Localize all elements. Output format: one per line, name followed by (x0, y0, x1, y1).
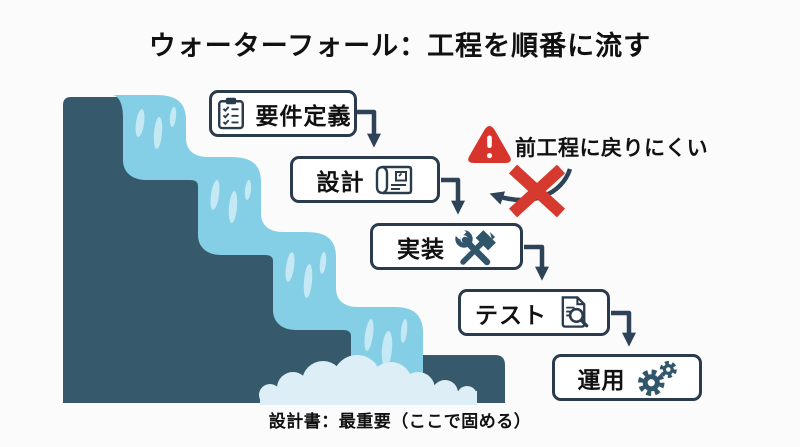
step-operation: 運用 (552, 354, 702, 401)
water-streaks (135, 107, 408, 367)
caption: 設計書：最重要（ここで固める） (268, 412, 532, 432)
waterfall-illustration (63, 95, 505, 405)
step-label: テスト (475, 302, 547, 329)
hammer-wrench-icon (454, 227, 496, 265)
clipboard-checklist-icon (217, 97, 244, 130)
step-requirements: 要件定義 (209, 90, 357, 137)
page-title: ウォーターフォール：工程を順番に流す (148, 31, 652, 62)
red-x-icon (508, 164, 566, 218)
step-label: 実装 (397, 236, 445, 263)
arrow-test-to-operation (611, 310, 636, 347)
document-magnifier-icon (561, 296, 589, 328)
warning-label: 前工程に戻りにくい (515, 136, 709, 160)
arrow-implementation-to-test (524, 244, 549, 281)
gears-icon (637, 360, 677, 396)
blueprint-icon (375, 165, 412, 194)
step-label: 設計 (316, 169, 365, 196)
foam-clouds (259, 355, 477, 405)
step-test: テスト (458, 289, 610, 336)
step-label: 運用 (577, 367, 626, 394)
step-design: 設計 (290, 156, 440, 203)
water-ribbon (112, 95, 423, 378)
step-implementation: 実装 (370, 223, 523, 270)
step-label: 要件定義 (255, 103, 352, 130)
